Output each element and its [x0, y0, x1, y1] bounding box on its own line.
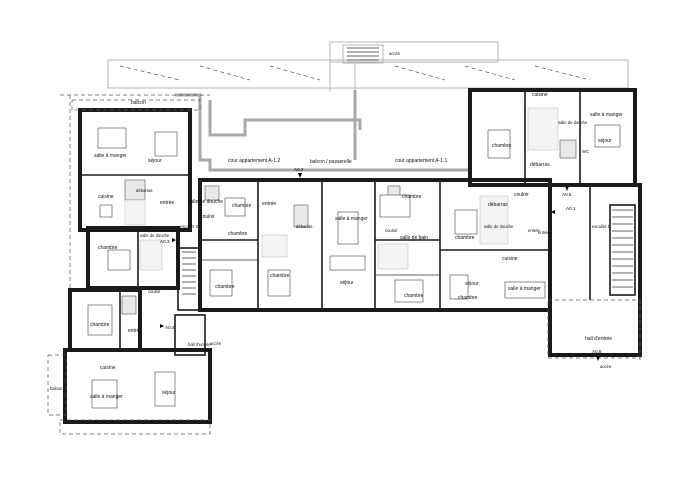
- marker-a03-arrow: [172, 238, 176, 242]
- label-salle-de-douche-east: salle de douche: [484, 224, 514, 229]
- nw-apartment: [71, 99, 201, 232]
- label-balcon-passerelle: balcon / passerelle: [310, 159, 352, 165]
- marker-a02: A0.2: [294, 167, 304, 172]
- label-chambre-sw: chambre: [90, 322, 110, 328]
- label-chambre-7: chambre: [458, 295, 478, 301]
- central-block: [198, 178, 552, 312]
- label-entree-east2: entrée: [538, 230, 551, 235]
- label-hall-dentree-w: hall d'entrée: [188, 342, 211, 347]
- label-couloir-1: couloir: [200, 214, 215, 220]
- label-sejour-ne: séjour: [598, 138, 612, 144]
- label-chambre-east: chambre: [455, 235, 475, 241]
- label-cuisine-sw: cuisine: [100, 365, 116, 371]
- label-cuisine-ne: cuisine: [532, 92, 548, 98]
- label-salle-a-manger-east: salle à manger: [508, 286, 541, 292]
- sw-apartment: [47, 288, 212, 435]
- label-salle-de-bain: salle de bain: [400, 235, 428, 241]
- marker-a05: A0.5: [562, 192, 572, 197]
- label-cuisine-east: cuisine: [502, 256, 518, 262]
- label-sejour-east: séjour: [465, 281, 479, 287]
- label-couloir-east: couloir: [514, 192, 529, 198]
- marker-a05-arrow: [565, 186, 569, 191]
- label-entree-1: entrée: [262, 201, 276, 207]
- label-balcon-top: balcon: [131, 100, 146, 106]
- label-entree-sw: entrée: [128, 328, 142, 334]
- label-salle-a-manger-sw: salle à manger: [90, 394, 123, 400]
- label-sejour-mid: séjour: [340, 280, 354, 286]
- label-entree-w: entrée: [160, 200, 174, 206]
- section-markers: A0.2 A0.3 A0.4 A0.5 A0.1 A0.6: [160, 167, 602, 354]
- label-acces-e: accès: [600, 364, 611, 369]
- label-cuisine-w: cuisine: [98, 194, 114, 200]
- label-debarras-w: débarras: [136, 188, 153, 193]
- label-chambre-5: chambre: [270, 273, 290, 279]
- room-labels: balcon salle à manger séjour cour appart…: [50, 51, 623, 400]
- marker-a06-arrow: [596, 356, 600, 361]
- marker-a03: A0.3: [160, 239, 170, 244]
- label-debarras-ne: débarras: [530, 162, 550, 168]
- courtyard-structures: [107, 41, 629, 172]
- label-acces-top: accès: [389, 51, 400, 56]
- label-hall-dentree-e: hall d'entrée: [585, 336, 612, 342]
- label-debarras-east: débarras: [488, 202, 508, 208]
- label-salle-a-manger-mid: salle à manger: [335, 216, 368, 222]
- label-couloir-mid: couloir: [385, 228, 398, 233]
- label-couloir-w2: couloir: [148, 289, 161, 294]
- east-hall: [547, 183, 642, 359]
- marker-a01-arrow: [551, 210, 555, 214]
- label-cour-a11: cour appartement A-1.1: [395, 158, 447, 164]
- ne-apartment: [468, 88, 637, 187]
- label-salle-de-douche-w2: salle de douche: [140, 233, 170, 238]
- label-chambre-2: chambre: [228, 231, 248, 237]
- label-sejour-nw: séjour: [148, 158, 162, 164]
- label-salle-de-douche-ne: salle de douche: [558, 120, 588, 125]
- label-salle-a-manger-ne: salle à manger: [590, 112, 623, 118]
- label-wc: WC: [582, 149, 589, 154]
- marker-a02-arrow: [298, 173, 302, 178]
- label-chambre-3: chambre: [402, 194, 422, 200]
- marker-a06: A0.6: [592, 349, 602, 354]
- marker-a01: A0.1: [566, 206, 576, 211]
- label-salle-a-manger-nw: salle à manger: [94, 153, 127, 159]
- label-cour-a12: cour appartement A-1.2: [228, 158, 280, 164]
- label-acces-w: accès: [210, 341, 221, 346]
- label-chambre-ne: chambre: [492, 143, 512, 149]
- label-salle-de-douche-1: salle de douche: [188, 199, 223, 205]
- label-chambre-w2: chambre: [98, 245, 118, 251]
- label-debarras-mid: débarras: [296, 224, 313, 229]
- marker-a04-arrow: [160, 324, 164, 328]
- label-chambre-1: chambre: [232, 203, 252, 209]
- label-entree-east: entrée: [528, 228, 541, 233]
- label-balcon-sw: balcon: [50, 386, 63, 391]
- marker-a04: A0.4: [165, 325, 175, 330]
- label-escalier-1: escalier 1: [592, 224, 611, 229]
- label-sejour-sw: séjour: [162, 390, 176, 396]
- label-chambre-4: chambre: [215, 284, 235, 290]
- label-chambre-6: chambre: [404, 293, 424, 299]
- label-escalier-2: escalier 2: [180, 224, 199, 229]
